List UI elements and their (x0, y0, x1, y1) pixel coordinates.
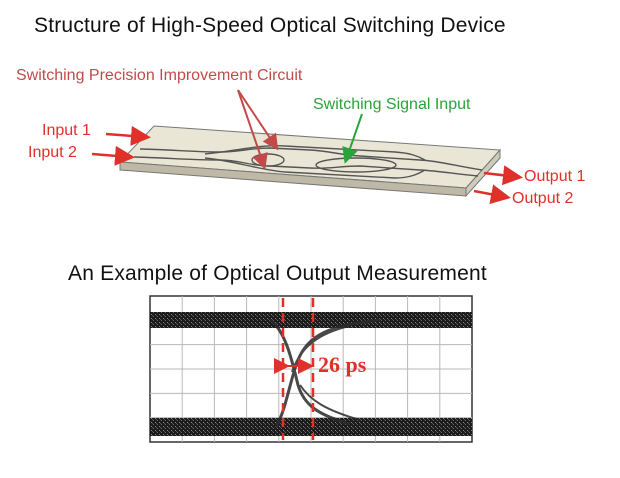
high-level-trace (150, 312, 472, 328)
transition-time-label: 26 ps (318, 352, 367, 377)
output-1-label: Output 1 (524, 168, 586, 185)
circuit-arrow-2 (237, 89, 268, 170)
output-2-arrow (473, 184, 511, 205)
device-title: Structure of High-Speed Optical Switchin… (34, 14, 506, 37)
circuit-arrow-1 (237, 89, 279, 151)
signal-input-label: Switching Signal Input (313, 96, 471, 113)
input-1-label: Input 1 (42, 122, 91, 139)
circuit-label: Switching Precision Improvement Circuit (16, 67, 303, 84)
chip (118, 125, 502, 198)
signal-input-arrow (342, 113, 363, 164)
output-2-label: Output 2 (512, 190, 574, 207)
input-2-label: Input 2 (28, 144, 77, 161)
output-1-arrow (483, 165, 523, 186)
low-level-trace (150, 418, 472, 436)
input-1-arrow (105, 125, 151, 146)
measurement-title: An Example of Optical Output Measurement (68, 262, 487, 285)
input-2-arrow (91, 145, 135, 166)
